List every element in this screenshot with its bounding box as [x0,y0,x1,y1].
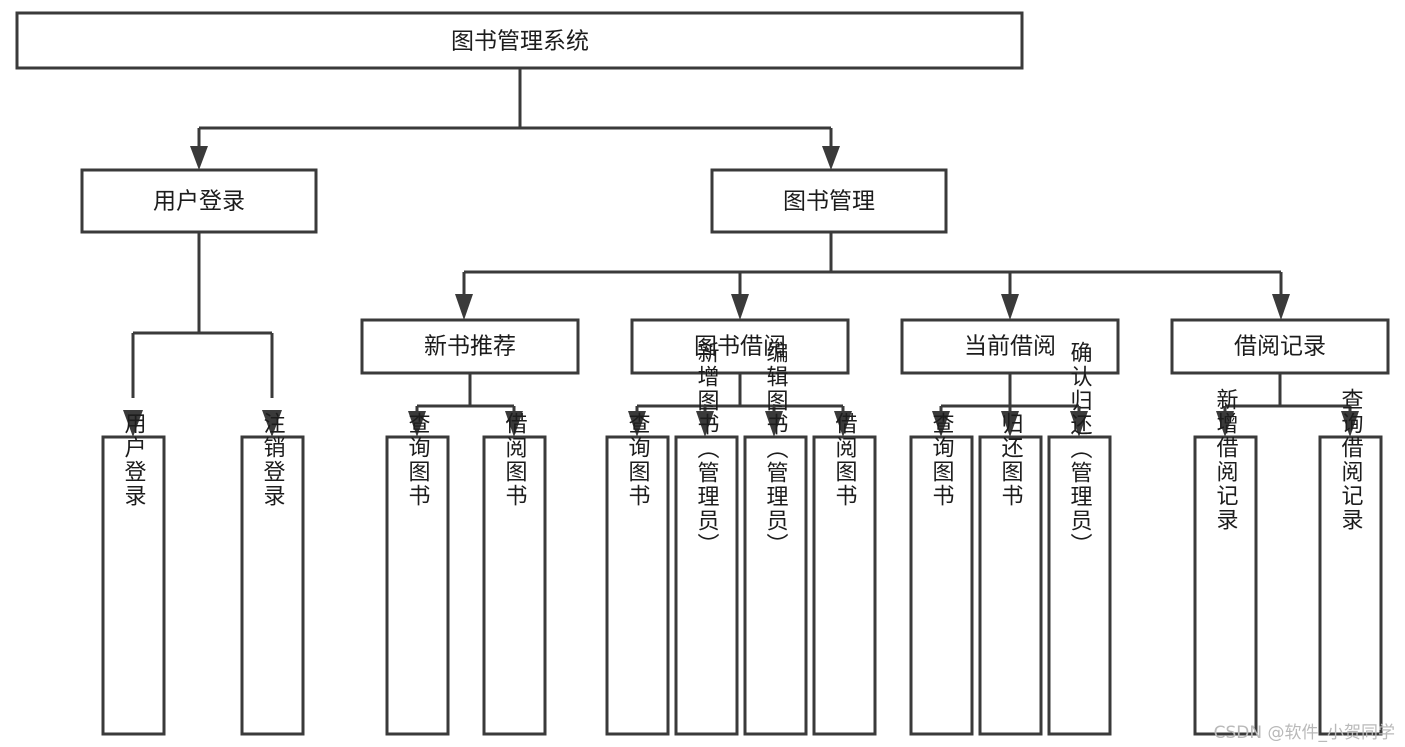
leaf-bb-edit-book-admin[interactable]: 编辑图书（管理员） [743,341,808,736]
node-new-book-recommend[interactable]: 新书推荐 [360,318,580,375]
leaf-user-login-1[interactable]: 用户登录 [101,412,166,736]
node-book-borrow-label: 图书借阅 [694,334,786,360]
leaf-bb-borrow-book-label: 借阅图书 [832,412,858,508]
node-root-label: 图书管理系统 [451,29,589,55]
leaf-cb-return-book[interactable]: 归还图书 [978,412,1043,736]
leaf-cb-return-book-label: 归还图书 [998,412,1024,508]
arrow-head-bb-leaf-2 [696,411,714,437]
arrow-head-bb-leaf-3 [765,411,783,437]
arrow-head-br-leaf-2 [1341,411,1359,437]
arrow-head-borrow-record [1272,294,1290,320]
leaf-nbr-borrow-book[interactable]: 借阅图书 [482,412,547,736]
arrow-head-bb-leaf-4 [834,411,852,437]
leaf-user-logout[interactable]: 注销登录 [240,412,305,736]
leaf-br-query-record-label: 查询借阅记录 [1338,388,1364,532]
node-book-management-label: 图书管理 [783,189,875,215]
node-borrow-record[interactable]: 借阅记录 [1170,318,1390,375]
leaf-cb-query-book-label: 查询图书 [929,412,955,508]
leaf-bb-edit-book-admin-label: 编辑图书（管理员） [763,341,789,557]
leaf-nbr-query-book-label: 查询图书 [405,412,431,508]
leaf-br-add-record[interactable]: 新增借阅记录 [1193,388,1258,736]
arrow-head-br-leaf-1 [1216,411,1234,437]
leaf-br-add-record-label: 新增借阅记录 [1213,388,1239,532]
connector-current-borrow-to-leaves [932,373,1088,437]
node-new-book-recommend-label: 新书推荐 [424,334,516,360]
arrow-head-book-borrow [731,294,749,320]
connector-borrow-record-to-leaves [1216,373,1359,437]
arrow-head-current-borrow [1001,294,1019,320]
connector-user-login-to-leaves [123,232,282,437]
leaf-bb-query-book-label: 查询图书 [625,412,651,508]
arrow-head-new-book [455,294,473,320]
arrow-head-cb-leaf-2 [1001,411,1019,437]
node-book-management[interactable]: 图书管理 [710,168,948,234]
node-book-borrow[interactable]: 图书借阅 [630,318,850,375]
leaf-cb-query-book[interactable]: 查询图书 [909,412,974,736]
leaf-bb-add-book-admin-label: 新增图书（管理员） [694,341,720,557]
arrow-head-book-manage [822,146,840,170]
leaf-nbr-borrow-book-label: 借阅图书 [502,412,528,508]
node-current-borrow-label: 当前借阅 [964,334,1056,360]
arrow-head-nbr-leaf-2 [505,411,523,437]
node-root-library-management-system[interactable]: 图书管理系统 [15,11,1024,70]
connector-book-borrow-to-leaves [628,373,852,437]
connector-book-manage-to-level3 [455,232,1290,320]
arrow-head-cb-leaf-3 [1070,411,1088,437]
leaf-bb-borrow-book[interactable]: 借阅图书 [812,412,877,736]
leaf-nbr-query-book[interactable]: 查询图书 [385,412,450,736]
arrow-head-leaf-login-1 [123,410,143,437]
leaf-cb-confirm-return-admin-label: 确认归还（管理员） [1067,341,1093,557]
connector-root-to-level2 [190,68,840,170]
arrow-head-cb-leaf-1 [932,411,950,437]
node-user-login-label: 用户登录 [153,189,245,215]
node-current-borrow[interactable]: 当前借阅 [900,318,1120,375]
arrow-head-bb-leaf-1 [628,411,646,437]
leaf-user-logout-label: 注销登录 [260,412,286,508]
arrow-head-user-login [190,146,208,170]
node-borrow-record-label: 借阅记录 [1234,334,1326,360]
connector-new-book-recommend-to-leaves [408,373,523,437]
leaf-bb-query-book[interactable]: 查询图书 [605,412,670,736]
arrow-head-nbr-leaf-1 [408,411,426,437]
leaf-cb-confirm-return-admin[interactable]: 确认归还（管理员） [1047,341,1112,736]
leaf-user-login-1-label: 用户登录 [121,412,147,508]
arrow-head-leaf-login-2 [262,410,282,437]
leaf-bb-add-book-admin[interactable]: 新增图书（管理员） [674,341,739,736]
node-user-login[interactable]: 用户登录 [80,168,318,234]
leaf-br-query-record[interactable]: 查询借阅记录 [1318,388,1383,736]
